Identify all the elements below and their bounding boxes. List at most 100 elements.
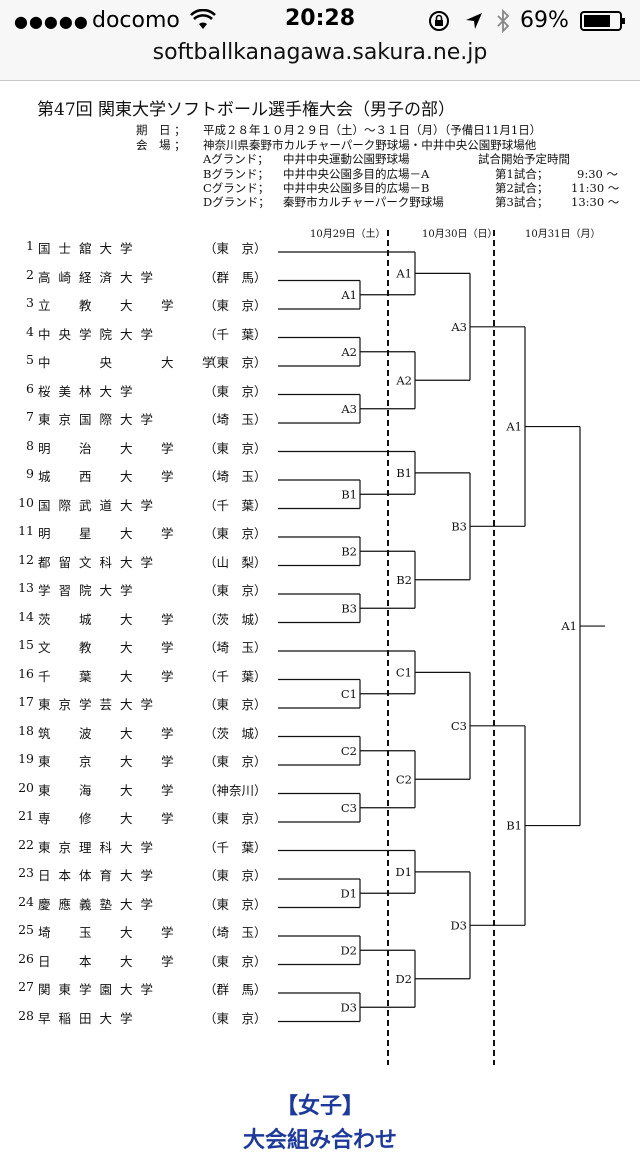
match-label: B1: [341, 487, 357, 501]
tournament-sheet: 第47回 関東大学ソフトボール選手権大会（男子の部） 期 日 ； 平成２８年１０…: [0, 80, 640, 1065]
team-prefecture: （東 京）: [204, 355, 267, 370]
team-prefecture: （東 京）: [204, 583, 267, 598]
team-prefecture: （埼 玉）: [204, 640, 267, 655]
team-prefecture: （千 葉）: [204, 497, 267, 513]
team-prefecture: （東 京）: [204, 383, 267, 399]
team-prefecture: （茨 城）: [204, 611, 267, 627]
ground-d-label: Dグランド；: [203, 195, 270, 209]
browser-chrome: ●●●●● docomo 20:28 69% softballkanagawa.…: [0, 0, 640, 81]
team-prefecture: （埼 玉）: [204, 469, 267, 484]
team-number: 1: [26, 238, 34, 253]
day1-label: 10月29日（土）: [310, 229, 386, 240]
team-name: 茨 城 大 学: [38, 611, 182, 627]
dates-value: 平成２８年１０月２９日（土）～３１日（月）（予備日11月1日）: [203, 123, 542, 137]
team-number: 21: [18, 808, 34, 823]
address-bar[interactable]: softballkanagawa.sakura.ne.jp: [152, 40, 488, 65]
team-number: 27: [18, 979, 34, 994]
team-number: 18: [18, 722, 34, 738]
team-name: 日 本 大 学: [38, 953, 182, 969]
ground-b-label: Bグランド；: [203, 167, 269, 181]
day3-label: 10月31日（月）: [525, 229, 601, 240]
team-prefecture: （山 梨）: [204, 554, 267, 570]
status-bar: ●●●●● docomo 20:28 69%: [0, 0, 640, 40]
team-name: 国士舘大学: [38, 241, 141, 256]
team-number: 26: [18, 950, 34, 966]
match-label: D2: [340, 943, 357, 957]
match-label: D3: [340, 1000, 357, 1014]
team-prefecture: （神奈川）: [204, 782, 267, 798]
team-number: 13: [18, 580, 34, 595]
team-prefecture: （東 京）: [204, 868, 267, 883]
ground-c-place: 中井中央公園多目的広場－B: [283, 181, 430, 195]
team-name: 東京国際大学: [38, 412, 162, 427]
battery-icon: [580, 11, 625, 31]
team-number: 12: [18, 551, 34, 567]
match-label: A1: [340, 288, 357, 302]
bracket-heading[interactable]: 大会組み合わせ: [242, 1128, 397, 1153]
match-label: B1: [396, 466, 412, 480]
team-number: 28: [18, 1007, 34, 1023]
match-label: B3: [451, 519, 467, 533]
team-name: 明 治 大 学: [38, 440, 182, 456]
footer: 【女子】 大会組み合わせ: [0, 1070, 640, 1153]
team-prefecture: （群 馬）: [204, 982, 267, 997]
team-number: 7: [26, 409, 34, 424]
team-name: 中 央 大 学: [38, 355, 223, 370]
page-title: 第47回 関東大学ソフトボール選手権大会（男子の部）: [37, 100, 456, 120]
rotation-lock-icon: [429, 11, 449, 31]
venue-value: 神奈川県秦野市カルチャーパーク野球場・中井中央公園野球場他: [203, 138, 537, 152]
team-name: 東 海 大 学: [38, 782, 182, 798]
match-label: C3: [341, 801, 357, 815]
match-label: A3: [450, 320, 467, 334]
team-name: 中央学院大学: [38, 326, 162, 342]
game2-label: 第2試合；: [495, 181, 549, 195]
match-label: D1: [395, 865, 412, 879]
team-name: 高崎経済大学: [38, 269, 162, 285]
ground-d-place: 秦野市カルチャーパーク野球場: [283, 195, 444, 209]
match-label: C3: [451, 719, 467, 733]
game1-label: 第1試合；: [495, 167, 549, 181]
team-name: 明 星 大 学: [38, 526, 182, 541]
team-number: 10: [18, 494, 34, 510]
team-number: 20: [18, 779, 34, 795]
team-name: 桜美林大学: [38, 383, 141, 399]
team-name: 城 西 大 学: [38, 469, 182, 484]
clock: 20:28: [284, 6, 356, 31]
location-arrow-icon: [466, 13, 482, 29]
team-number: 4: [26, 323, 34, 339]
team-prefecture: （東 京）: [204, 440, 267, 456]
match-label: D1: [340, 886, 357, 900]
team-name: 都留文科大学: [38, 554, 162, 570]
team-number: 9: [26, 466, 34, 481]
match-label: C2: [396, 772, 412, 786]
game2-time: 11:30 ～: [571, 181, 620, 195]
team-name: 慶應義塾大学: [38, 896, 162, 912]
team-prefecture: （東 京）: [204, 241, 267, 256]
team-name: 筑 波 大 学: [38, 725, 182, 741]
match-label: C1: [396, 665, 412, 679]
women-section-link[interactable]: 【女子】: [275, 1094, 364, 1119]
game1-time: 9:30 ～: [577, 167, 618, 181]
team-name: 学習院大学: [38, 583, 141, 598]
game3-time: 13:30 ～: [571, 195, 620, 209]
team-name: 東京理科大学: [38, 839, 162, 855]
team-number: 22: [18, 836, 34, 852]
match-label: C1: [341, 687, 357, 701]
match-label: A1: [395, 266, 412, 280]
team-prefecture: （千 葉）: [204, 839, 267, 855]
match-label: A3: [340, 402, 357, 416]
ground-a-label: Aグランド；: [203, 152, 269, 166]
carrier-name: docomo: [92, 8, 180, 33]
match-label: B1: [506, 819, 522, 833]
day2-label: 10月30日（日）: [422, 229, 498, 240]
team-name: 文 教 大 学: [38, 640, 182, 655]
team-number: 19: [18, 751, 34, 766]
team-number: 6: [26, 380, 34, 396]
team-number: 8: [26, 437, 34, 453]
team-name: 立 教 大 学: [38, 298, 182, 313]
team-prefecture: （千 葉）: [204, 326, 267, 342]
ground-a-place: 中井中央運動公園野球場: [283, 152, 410, 166]
match-label: C2: [341, 744, 357, 758]
bluetooth-icon: [497, 9, 510, 33]
team-prefecture: （東 京）: [204, 754, 267, 769]
